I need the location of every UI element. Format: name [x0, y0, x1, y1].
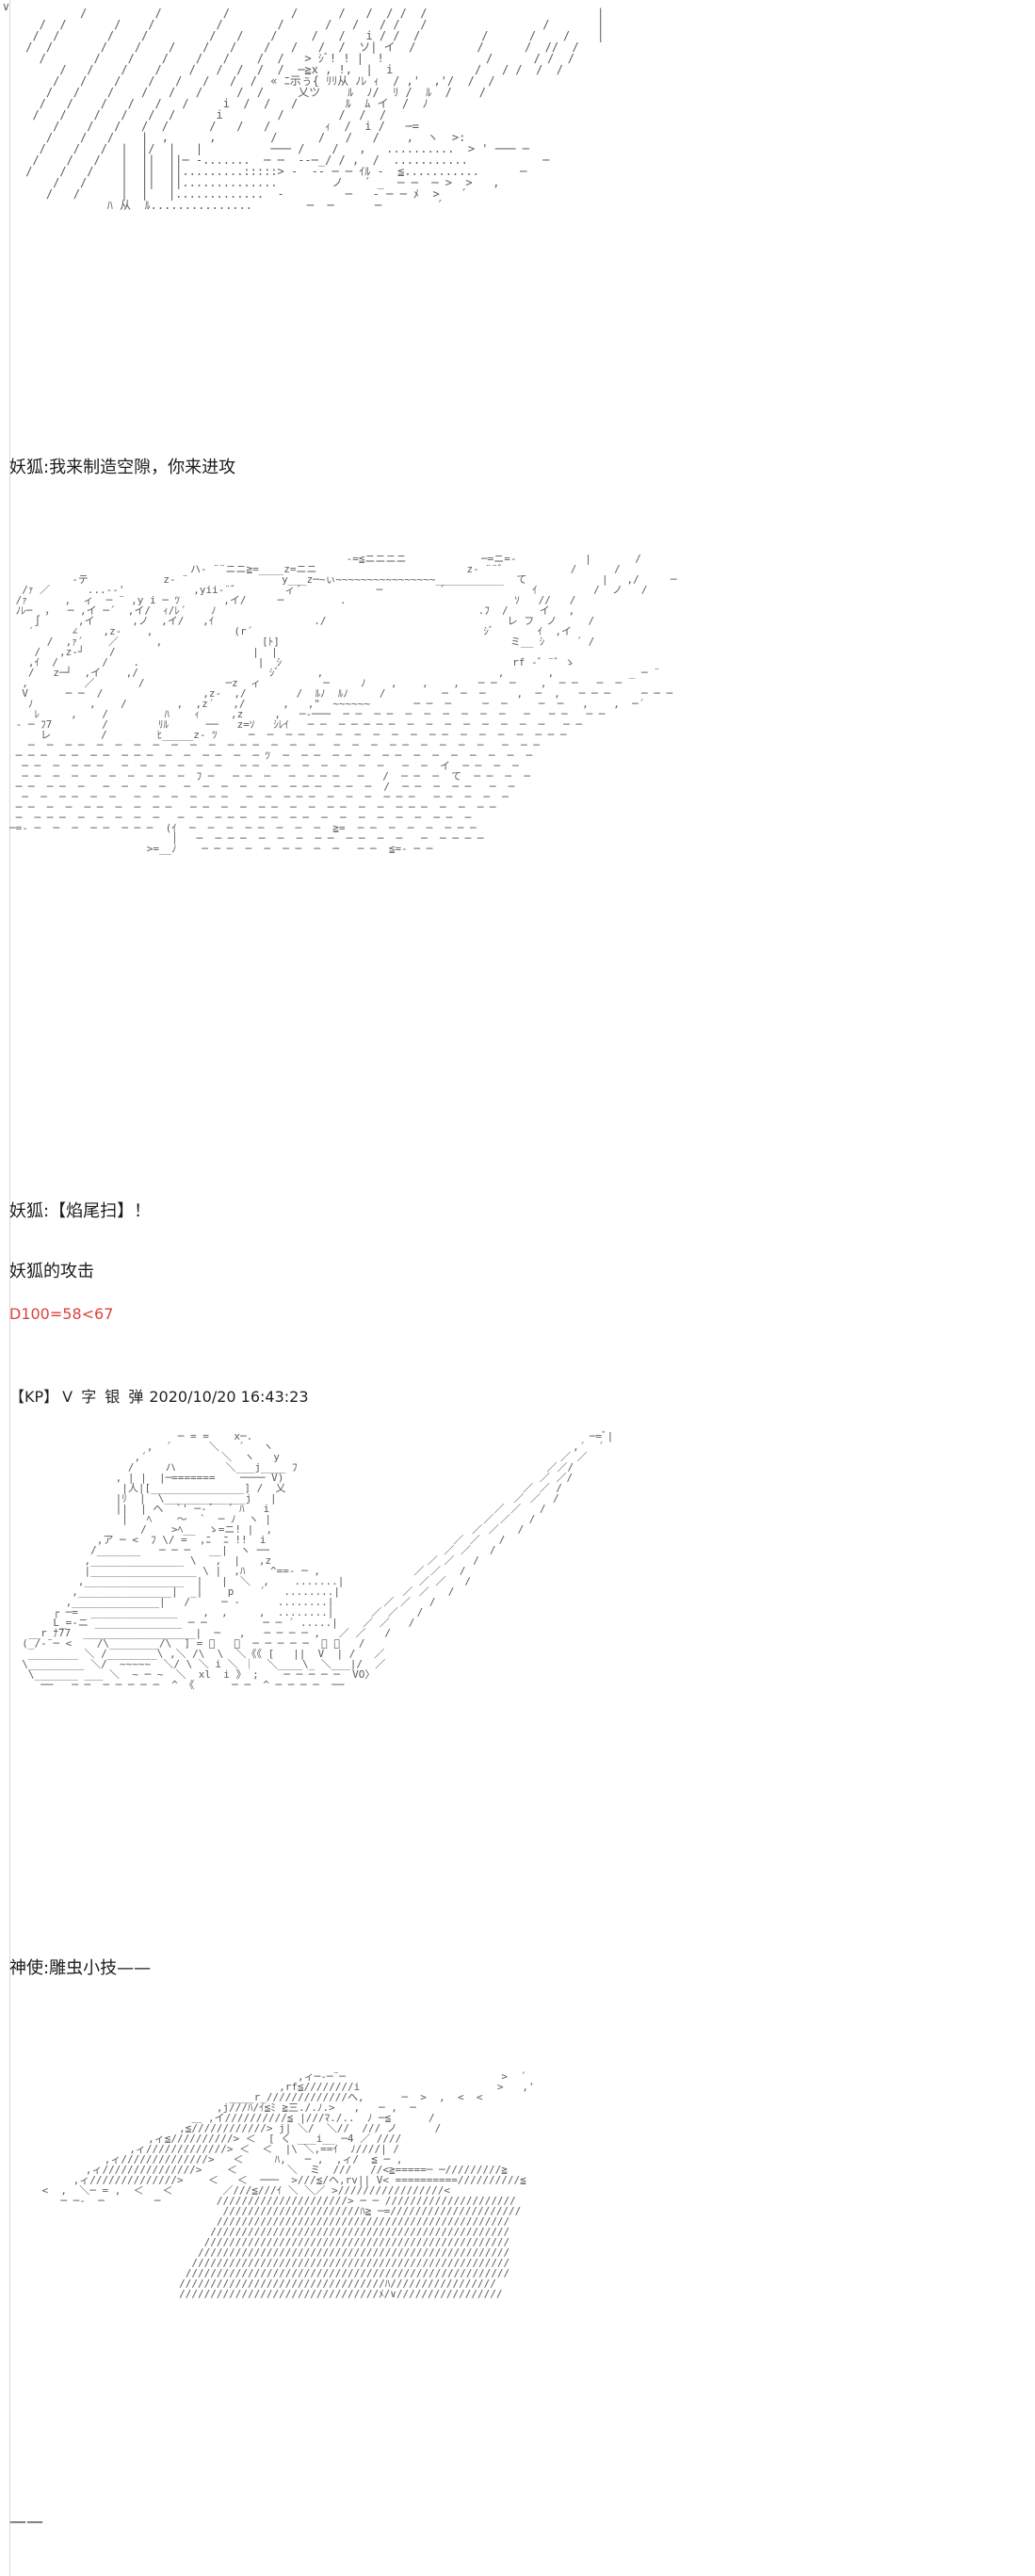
corner-mark: ∨: [2, 0, 10, 13]
poster-tag: 【KP】: [9, 1388, 59, 1406]
caption-yokai-fox-attack: 妖狐的攻击: [9, 1262, 94, 1281]
dice-roll-result: D100=58<67: [9, 1305, 114, 1323]
ascii-art-panel-1: / / / / / / / / / | / / / / / / / / / / …: [25, 7, 605, 212]
end-mark: ——: [9, 2512, 43, 2532]
ascii-art-panel-2: ‐=≦ニニニニ ─=ニ=‐ | / ハ‐ ¨¨ニニ≧=____z=ニニ z‐ ¨…: [9, 553, 677, 855]
caption-flame-tail-sweep: 妖狐:【焰尾扫】！: [9, 1201, 152, 1221]
ascii-art-panel-3: ─ = = x─. ─=ﾞ| , ´ ＼ ´ ヽ ,´ ´ ,´: [22, 1430, 614, 1691]
caption-yokai-fox-plan: 妖狐:我来制造空隙，你来进攻: [9, 458, 236, 477]
post-timestamp: 2020/10/20 16:43:23: [149, 1388, 309, 1406]
left-edge-line: [9, 0, 10, 2576]
poster-name: V 字 银 弹: [62, 1388, 146, 1406]
ascii-art-panel-4: ,ィ─‐─¨─ > ´ ,rf≦////////i > ,' ____r_///…: [41, 2070, 535, 2300]
caption-envoy-retort: 神使:雕虫小技——: [9, 1958, 152, 1978]
